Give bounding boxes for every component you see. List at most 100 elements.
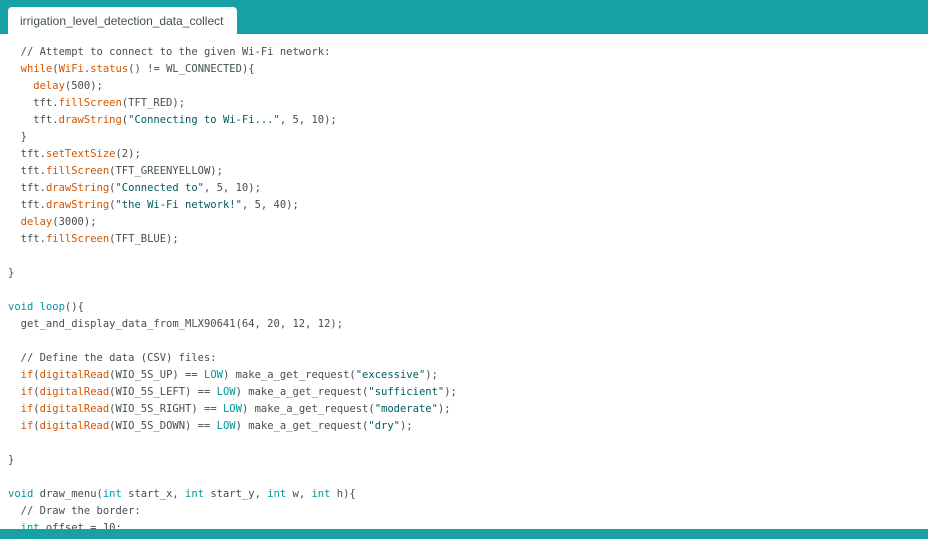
code-line: tft.fillScreen(TFT_RED); bbox=[8, 95, 457, 112]
code-token-default: } bbox=[8, 131, 27, 143]
code-token-default: ( bbox=[121, 114, 129, 126]
code-token-default: offset = 10; bbox=[39, 522, 122, 529]
code-token-default: ) make_a_get_request( bbox=[235, 386, 369, 398]
code-token-function: if bbox=[8, 386, 34, 398]
code-token-default: ); bbox=[437, 403, 451, 415]
code-token-keyword: int bbox=[185, 488, 204, 500]
code-token-default: () != WL_CONNECTED){ bbox=[128, 63, 255, 75]
code-token-default: tft. bbox=[8, 165, 46, 177]
code-token-function: while bbox=[8, 63, 53, 75]
code-token-function: digitalRead bbox=[39, 369, 110, 381]
code-token-function: drawString bbox=[58, 114, 122, 126]
code-token-string: "Connected to" bbox=[115, 182, 204, 194]
code-token-function: digitalRead bbox=[39, 420, 110, 432]
code-token-default: tft. bbox=[8, 233, 46, 245]
code-token-default: ( bbox=[33, 420, 40, 432]
code-token-default: ( bbox=[33, 403, 40, 415]
code-token-function: drawString bbox=[45, 199, 110, 211]
code-line: delay(500); bbox=[8, 78, 457, 95]
code-token-function: if bbox=[8, 403, 34, 415]
code-line: tft.fillScreen(TFT_BLUE); bbox=[8, 231, 457, 248]
code-token-string: "excessive" bbox=[355, 369, 426, 381]
code-token-function: delay bbox=[8, 216, 53, 228]
code-token-default: draw_menu( bbox=[33, 488, 103, 500]
code-token-keyword: LOW bbox=[216, 420, 236, 432]
code-token-default: (2); bbox=[115, 148, 141, 160]
code-content: // Attempt to connect to the given Wi-Fi… bbox=[8, 44, 457, 529]
code-line: // Draw the border: bbox=[8, 503, 457, 520]
code-token-default: ( bbox=[33, 386, 40, 398]
code-token-comment: // Attempt to connect to the given Wi-Fi… bbox=[8, 46, 331, 58]
code-line: if(digitalRead(WIO_5S_DOWN) == LOW) make… bbox=[8, 418, 457, 435]
code-token-function: status bbox=[90, 63, 129, 75]
code-token-function: if bbox=[8, 369, 34, 381]
code-token-default: ( bbox=[52, 63, 59, 75]
tab-bar: irrigation_level_detection_data_collect bbox=[0, 0, 928, 34]
code-token-string: "the Wi-Fi network!" bbox=[115, 199, 242, 211]
code-line: tft.drawString("the Wi-Fi network!", 5, … bbox=[8, 197, 457, 214]
code-token-default: ); bbox=[399, 420, 413, 432]
status-bar bbox=[0, 529, 928, 539]
code-line: tft.drawString("Connecting to Wi-Fi...",… bbox=[8, 112, 457, 129]
code-editor[interactable]: // Attempt to connect to the given Wi-Fi… bbox=[0, 34, 928, 529]
code-token-default: (TFT_RED); bbox=[121, 97, 186, 109]
code-token-function: drawString bbox=[45, 182, 110, 194]
code-token-default: ) make_a_get_request( bbox=[235, 420, 369, 432]
tab-label: irrigation_level_detection_data_collect bbox=[20, 13, 224, 28]
code-token-function: fillScreen bbox=[58, 97, 122, 109]
code-token-default: start_x, bbox=[121, 488, 186, 500]
code-token-default: ( bbox=[109, 199, 116, 211]
code-token-default: (500); bbox=[64, 80, 103, 92]
code-token-default: ) make_a_get_request( bbox=[241, 403, 375, 415]
code-token-comment: // Define the data (CSV) files: bbox=[8, 352, 217, 364]
code-token-default: get_and_display_data_from_MLX90641(64, 2… bbox=[8, 318, 344, 330]
code-token-string: "Connecting to Wi-Fi..." bbox=[128, 114, 280, 126]
code-token-default: (TFT_GREENYELLOW); bbox=[109, 165, 223, 177]
code-line: } bbox=[8, 452, 457, 469]
code-token-default: (WIO_5S_DOWN) == bbox=[109, 420, 217, 432]
code-token-default: tft. bbox=[8, 182, 46, 194]
code-token-default: (WIO_5S_UP) == bbox=[109, 369, 204, 381]
code-token-default: } bbox=[8, 267, 15, 279]
tab-sketch[interactable]: irrigation_level_detection_data_collect bbox=[8, 7, 238, 34]
code-token-default: ( bbox=[109, 182, 116, 194]
code-token-string: "moderate" bbox=[374, 403, 438, 415]
code-token-default: } bbox=[8, 454, 15, 466]
code-token-default: tft. bbox=[8, 97, 59, 109]
code-line bbox=[8, 469, 457, 486]
code-token-default: (3000); bbox=[52, 216, 97, 228]
code-token-default: . bbox=[83, 63, 91, 75]
code-token-keyword: LOW bbox=[204, 369, 223, 381]
code-token-default: tft. bbox=[8, 148, 46, 160]
code-token-function: setTextSize bbox=[45, 148, 116, 160]
code-line: // Attempt to connect to the given Wi-Fi… bbox=[8, 44, 457, 61]
code-token-function: digitalRead bbox=[39, 386, 110, 398]
code-token-default: w, bbox=[286, 488, 312, 500]
code-line bbox=[8, 435, 457, 452]
code-token-keyword: int bbox=[267, 488, 287, 500]
code-line: if(digitalRead(WIO_5S_UP) == LOW) make_a… bbox=[8, 367, 457, 384]
code-token-default: , 5, 10); bbox=[204, 182, 261, 194]
code-token-keyword: void bbox=[8, 301, 34, 313]
code-token-default: (WIO_5S_LEFT) == bbox=[109, 386, 217, 398]
code-line bbox=[8, 282, 457, 299]
code-token-default: ); bbox=[444, 386, 457, 398]
code-line: } bbox=[8, 265, 457, 282]
code-token-keyword: int bbox=[102, 488, 122, 500]
code-line: tft.fillScreen(TFT_GREENYELLOW); bbox=[8, 163, 457, 180]
code-token-default: ) make_a_get_request( bbox=[222, 369, 356, 381]
code-token-default: h){ bbox=[330, 488, 356, 500]
code-token-keyword: loop bbox=[39, 301, 65, 313]
code-token-keyword: LOW bbox=[222, 403, 242, 415]
code-token-function: digitalRead bbox=[39, 403, 110, 415]
code-line: tft.drawString("Connected to", 5, 10); bbox=[8, 180, 457, 197]
code-line: void draw_menu(int start_x, int start_y,… bbox=[8, 486, 457, 503]
code-token-default: (){ bbox=[64, 301, 84, 313]
code-token-keyword: int bbox=[311, 488, 331, 500]
code-token-default: , 5, 10); bbox=[279, 114, 337, 126]
code-token-default: tft. bbox=[8, 199, 46, 211]
code-line: } bbox=[8, 129, 457, 146]
code-token-keyword: void bbox=[8, 488, 34, 500]
code-token-default: , 5, 40); bbox=[241, 199, 299, 211]
code-line bbox=[8, 248, 457, 265]
